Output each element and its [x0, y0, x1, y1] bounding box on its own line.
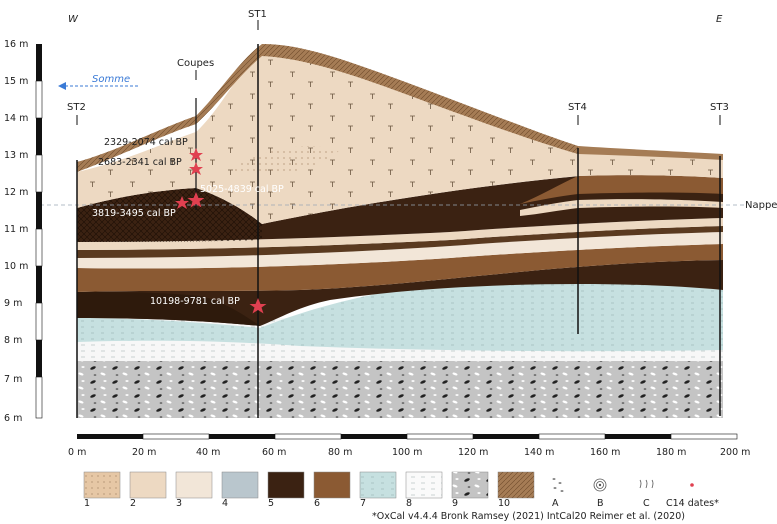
section-layers — [77, 44, 723, 418]
elev-tick-9: 9 m — [4, 298, 22, 309]
legend-swatch-2 — [129, 471, 167, 499]
st1-label: ST1 — [248, 9, 267, 20]
roots-icon — [639, 479, 654, 489]
st3-label: ST3 — [710, 102, 729, 113]
st2-label: ST2 — [67, 102, 86, 113]
elev-tick-16: 16 m — [4, 39, 28, 50]
dist-tick-20: 20 m — [132, 447, 156, 458]
elevation-scale: 16 m 15 m 14 m 13 m 12 m 11 m 10 m 9 m 8… — [4, 39, 43, 424]
elev-tick-11: 11 m — [4, 224, 28, 235]
dist-tick-200: 200 m — [720, 447, 750, 458]
c14-dot-icon — [690, 483, 694, 487]
dist-tick-140: 140 m — [524, 447, 554, 458]
date-label-3: 5025-4839 cal BP — [200, 184, 284, 195]
elev-tick-12: 12 m — [4, 187, 28, 198]
dist-tick-0: 0 m — [68, 447, 86, 458]
star-icon — [189, 162, 203, 175]
dist-tick-160: 160 m — [590, 447, 620, 458]
dist-tick-40: 40 m — [196, 447, 220, 458]
date-label-2: 2683-2341 cal BP — [98, 157, 182, 168]
legend-label-1: 1 — [84, 498, 90, 509]
star-icon — [187, 192, 205, 208]
legend-label-3: 3 — [176, 498, 182, 509]
legend-c14-label: C14 dates* — [666, 498, 719, 509]
shell-icon — [593, 478, 607, 492]
dist-tick-80: 80 m — [328, 447, 352, 458]
layer-unit-6 — [77, 244, 723, 292]
legend-symbol-b: B — [597, 498, 604, 509]
legend-label-2: 2 — [130, 498, 136, 509]
elev-tick-7: 7 m — [4, 374, 22, 385]
pebbles-icon — [552, 478, 564, 492]
water-table-label: Nappe — [745, 200, 777, 211]
river-label: Somme — [92, 74, 130, 85]
date-label-1: 2329-2074 cal BP — [104, 137, 188, 148]
west-label: W — [68, 14, 79, 25]
legend-label-6: 6 — [314, 498, 320, 509]
distance-scale: 0 m 20 m 40 m 60 m 80 m 100 m 120 m 140 … — [68, 433, 750, 458]
date-label-5: 10198-9781 cal BP — [150, 296, 240, 307]
star-icon — [249, 298, 267, 314]
legend-label-4: 4 — [222, 498, 228, 509]
layer-unit-3 — [77, 232, 723, 269]
dist-tick-120: 120 m — [458, 447, 488, 458]
elev-tick-10: 10 m — [4, 261, 28, 272]
dist-tick-60: 60 m — [262, 447, 286, 458]
elev-tick-15: 15 m — [4, 76, 28, 87]
c14-markers — [175, 148, 267, 314]
elev-tick-14: 14 m — [4, 113, 28, 124]
legend-symbol-a: A — [552, 498, 559, 509]
legend-swatch-5 — [267, 471, 305, 499]
east-label: E — [716, 14, 723, 25]
legend-label-7: 7 — [360, 498, 366, 509]
star-icon — [175, 196, 189, 209]
section-markers — [76, 20, 721, 418]
legend-label-5: 5 — [268, 498, 274, 509]
footnote: *OxCal v4.4.4 Bronk Ramsey (2021) IntCal… — [372, 511, 685, 522]
river-direction: Somme — [58, 74, 138, 90]
arrow-left-icon — [58, 82, 66, 90]
legend-swatch-6 — [313, 471, 351, 499]
elev-tick-8: 8 m — [4, 335, 22, 346]
legend: 1 2 3 4 5 6 7 8 9 10 A B C — [83, 471, 719, 509]
st4-label: ST4 — [568, 102, 587, 113]
dist-tick-180: 180 m — [656, 447, 686, 458]
elev-tick-6: 6 m — [4, 413, 22, 424]
legend-label-8: 8 — [406, 498, 412, 509]
legend-swatch-4 — [221, 471, 259, 499]
legend-label-10: 10 — [498, 498, 510, 509]
legend-symbol-c: C — [643, 498, 650, 509]
layer-unit-5-lower — [77, 260, 723, 326]
elev-tick-13: 13 m — [4, 150, 28, 161]
star-icon — [189, 148, 203, 161]
dist-tick-100: 100 m — [392, 447, 422, 458]
legend-label-9: 9 — [452, 498, 458, 509]
coupes-label: Coupes — [177, 58, 214, 69]
date-label-4: 3819-3495 cal BP — [92, 208, 176, 219]
legend-swatch-3 — [175, 471, 213, 499]
